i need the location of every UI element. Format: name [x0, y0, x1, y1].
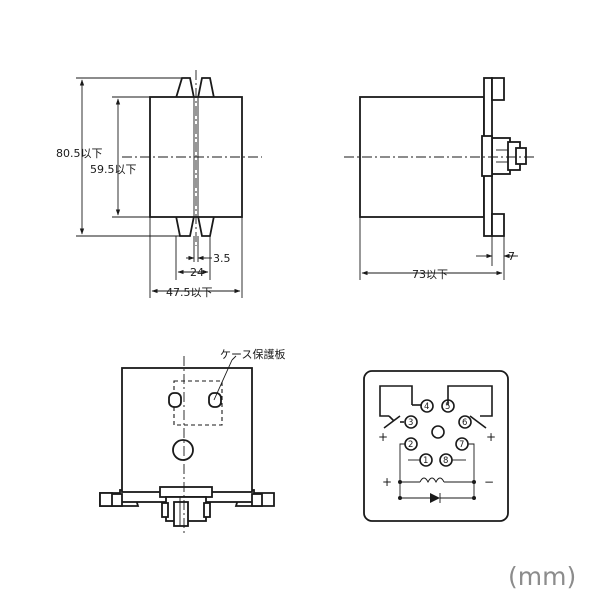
svg-text:1: 1 [423, 456, 428, 466]
dim-height-inner: 59.5以下 [90, 163, 137, 176]
svg-text:3: 3 [408, 418, 413, 428]
pin-6: 6 [458, 415, 472, 429]
sign-plus-left: + [378, 430, 388, 444]
unit-label: (mm) [508, 562, 576, 591]
terminal-diagram: 4 5 3 6 2 7 1 8 [363, 370, 509, 522]
sign-plus-coil: + [382, 475, 392, 489]
dim-slot: 24 [190, 266, 204, 279]
dim-width: 47.5以下 [166, 286, 213, 299]
svg-text:7: 7 [459, 440, 464, 450]
dim-depth: 73以下 [412, 268, 448, 281]
dim-flange: 7 [508, 250, 515, 263]
svg-text:8: 8 [443, 456, 448, 466]
dim-pitch: 3.5 [213, 252, 231, 265]
front-view: 80.5以下 59.5以下 3.5 24 47.5以下 [56, 70, 262, 299]
svg-text:4: 4 [424, 402, 429, 412]
bottom-view: ケース保護板 [99, 347, 285, 536]
dim-height-outer: 80.5以下 [56, 147, 103, 160]
svg-text:2: 2 [408, 440, 413, 450]
callout-case-protector: ケース保護板 [220, 347, 285, 361]
pin-5: 5 [441, 399, 455, 413]
sign-plus-right: + [486, 430, 496, 444]
svg-text:5: 5 [445, 402, 450, 412]
pin-3: 3 [404, 415, 418, 429]
side-view: 7 73以下 [344, 77, 536, 281]
svg-text:6: 6 [462, 418, 467, 428]
sign-minus-coil: − [484, 475, 494, 489]
pin-4: 4 [420, 399, 434, 413]
